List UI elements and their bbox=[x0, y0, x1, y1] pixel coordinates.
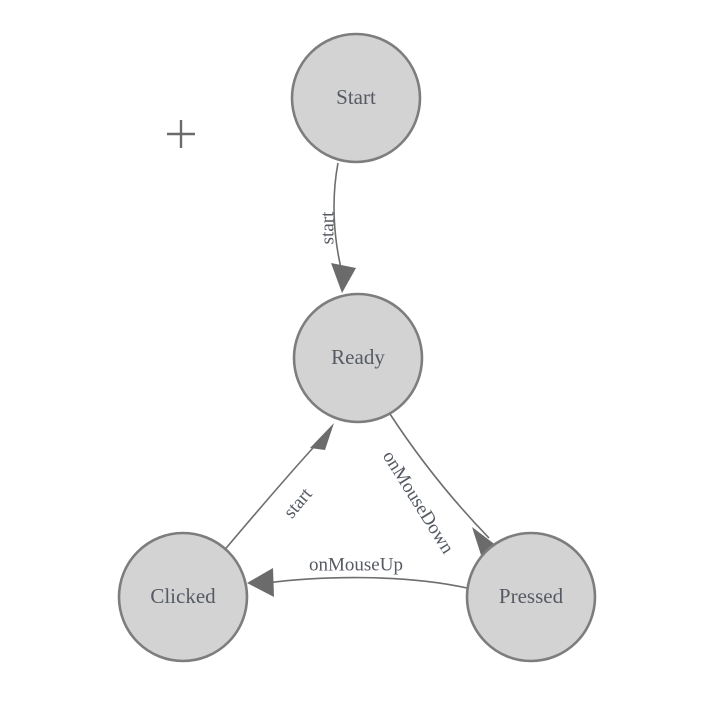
node-label: Ready bbox=[331, 345, 385, 369]
node-start[interactable]: Start bbox=[290, 32, 422, 164]
edge-label-start-bottom: start bbox=[280, 483, 318, 522]
edge-start-to-ready[interactable] bbox=[331, 162, 356, 293]
node-circle bbox=[465, 531, 597, 663]
edge-pressed-to-clicked[interactable] bbox=[247, 568, 468, 597]
node-ready[interactable]: Ready bbox=[292, 292, 424, 424]
arrow-head bbox=[247, 568, 274, 597]
node-pressed[interactable]: Pressed bbox=[465, 531, 597, 663]
edge-label-onmousedown: onMouseDown bbox=[378, 447, 458, 558]
edge-line bbox=[266, 576, 468, 589]
arrow-head bbox=[331, 263, 356, 293]
node-circle bbox=[117, 531, 249, 663]
crosshair-icon bbox=[167, 120, 195, 148]
node-circle bbox=[290, 32, 422, 164]
node-clicked[interactable]: Clicked bbox=[117, 531, 249, 663]
edge-clicked-to-ready[interactable] bbox=[221, 423, 334, 554]
arrow-head bbox=[310, 423, 334, 450]
edge-line bbox=[389, 413, 490, 539]
node-label: Pressed bbox=[499, 584, 564, 608]
node-label: Start bbox=[336, 85, 376, 109]
node-label: Clicked bbox=[150, 584, 216, 608]
edge-label-onmouseup: onMouseUp bbox=[309, 554, 403, 575]
edge-label-start-top: start bbox=[317, 211, 338, 244]
node-circle bbox=[292, 292, 424, 424]
edge-line bbox=[333, 162, 342, 269]
